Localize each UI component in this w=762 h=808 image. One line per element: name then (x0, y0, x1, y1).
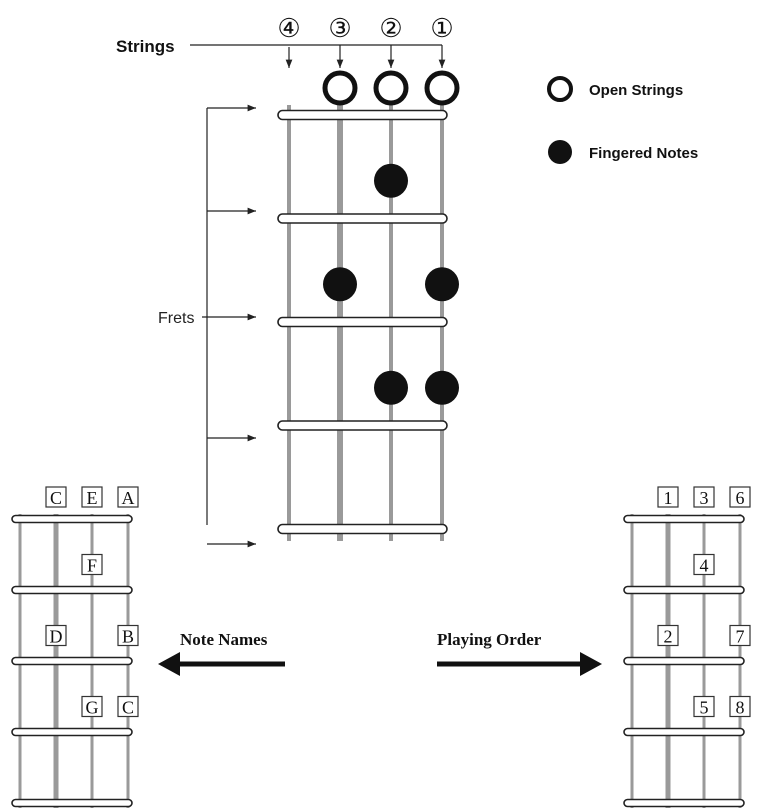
fret-bar (623, 798, 745, 808)
playing-order-label: Playing Order (437, 630, 542, 649)
fret-bar (11, 727, 133, 737)
fingered-note-dot (323, 267, 357, 302)
fret-bar (623, 727, 745, 737)
fret-bar (277, 316, 448, 328)
fret-bar (11, 585, 133, 595)
fret-bar (623, 585, 745, 595)
legend-open-label: Open Strings (589, 82, 683, 99)
note-label-box: 2 (657, 624, 679, 647)
note-label-box: 4 (693, 553, 715, 576)
note-label-box: C (45, 486, 67, 508)
legend: Open Strings Fingered Notes (547, 76, 698, 164)
note-label-text: 1 (664, 488, 673, 508)
note-label-box: G (81, 695, 103, 718)
note-label-text: 7 (736, 627, 745, 647)
note-label-text: 3 (700, 488, 709, 508)
fingered-note-dot (425, 370, 459, 405)
note-label-box: C (117, 695, 139, 718)
frets-bracket (200, 104, 256, 548)
string-number-4: ④ (277, 14, 300, 43)
note-label-box: A (117, 486, 139, 508)
legend-fingered-icon (548, 140, 572, 164)
note-names-fretboard: C E A F D B G C (11, 486, 139, 808)
note-label-box: D (45, 624, 67, 647)
fingered-note-dot (374, 163, 408, 198)
note-label-text: C (122, 698, 134, 718)
note-label-text: E (87, 488, 98, 508)
note-label-text: D (50, 627, 63, 647)
strings-pointer-lines (190, 44, 446, 68)
note-label-box: 7 (729, 624, 751, 647)
strings-label: Strings (116, 37, 175, 56)
open-string-marker (424, 70, 460, 106)
note-label-box: E (81, 486, 103, 508)
playing-order-fretboard: 1 3 6 4 2 7 5 8 (623, 486, 751, 808)
fret-bar (11, 798, 133, 808)
note-label-box: 1 (657, 486, 679, 508)
note-label-text: 6 (736, 488, 745, 508)
note-label-box: 3 (693, 486, 715, 508)
note-label-text: 8 (736, 698, 745, 718)
fingered-note-dot (374, 370, 408, 405)
string-number-1: ① (430, 14, 453, 43)
fret-bar (623, 656, 745, 666)
note-label-box: 8 (729, 695, 751, 718)
note-label-text: A (122, 488, 135, 508)
note-label-text: 5 (700, 698, 709, 718)
fret-bar (623, 514, 745, 524)
fret-bar (277, 420, 448, 431)
note-names-label: Note Names (180, 630, 268, 649)
fret-bar (277, 109, 448, 121)
note-label-box: 5 (693, 695, 715, 718)
string-number-labels: ④ ③ ② ① (277, 14, 453, 43)
string-number-2: ② (379, 14, 402, 43)
fingered-note-dot (425, 267, 459, 302)
legend-fingered-label: Fingered Notes (589, 145, 698, 162)
note-label-text: F (87, 556, 97, 576)
arrow-left-icon (158, 652, 180, 676)
open-string-marker (373, 70, 409, 106)
note-label-box: B (117, 624, 139, 647)
playing-order-arrow: Playing Order (437, 630, 602, 676)
arrow-right-icon (580, 652, 602, 676)
frets-label: Frets (158, 310, 194, 327)
note-label-box: F (81, 553, 103, 576)
legend-open-icon (547, 76, 573, 102)
string-number-3: ③ (328, 14, 351, 43)
note-label-text: 2 (664, 627, 673, 647)
fret-bar (11, 656, 133, 666)
note-label-box: 6 (729, 486, 751, 508)
note-label-text: G (86, 698, 99, 718)
open-string-marker (322, 70, 358, 106)
note-label-text: B (122, 627, 134, 647)
fret-bar (277, 523, 448, 535)
fret-bar (11, 514, 133, 524)
note-label-text: 4 (700, 556, 709, 576)
main-fretboard (277, 70, 460, 541)
fret-bar (277, 213, 448, 224)
note-label-text: C (50, 488, 62, 508)
note-names-arrow: Note Names (158, 630, 285, 676)
